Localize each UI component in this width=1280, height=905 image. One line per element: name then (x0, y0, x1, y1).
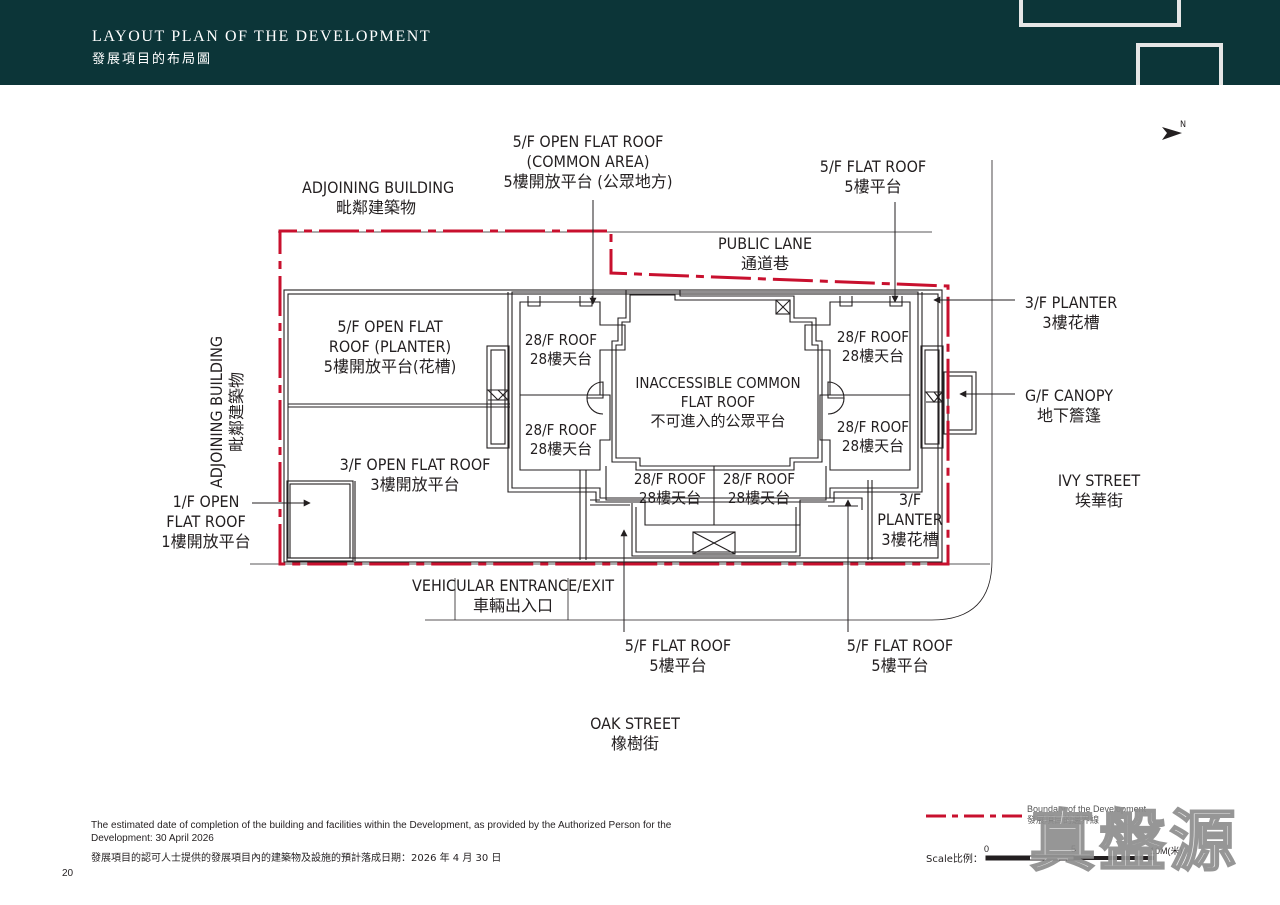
label-vehicular-entrance: VEHICULAR ENTRANCE/EXIT 車輛出入口 (404, 576, 622, 616)
label-oak-street: OAK STREET 橡樹街 (580, 714, 690, 754)
label-roof-28f-lower-left: 28/F ROOF 28樓天台 (514, 421, 608, 459)
completion-date-note: The estimated date of completion of the … (91, 820, 672, 844)
flat-roof-5f-bottom-en: 5/F FLAT ROOF (624, 636, 732, 655)
scale-tick-0: 0 (984, 844, 990, 854)
roof-28f-zh: 28樓天台 (529, 350, 593, 368)
flat-roof-5f-top-zh: 5樓平台 (844, 177, 902, 196)
inaccessible-line1: INACCESSIBLE COMMON (635, 374, 801, 392)
open-roof-3f-en: 3/F OPEN FLAT ROOF (339, 455, 491, 474)
completion-date-note-zh: 發展項目的認可人士提供的發展項目內的建築物及設施的預計落成日期：2026 年 4… (91, 853, 502, 864)
legend-boundary-en: Boundary of the Development (1027, 804, 1147, 814)
planter-3f-zh: 3樓花槽 (881, 530, 939, 549)
legend-boundary-zh: 發展項目的邊界線 (1027, 815, 1100, 825)
adjoining-building-zh: 毗鄰建築物 (335, 198, 416, 217)
adjoining-building-left-zh: 毗鄰建築物 (227, 372, 246, 453)
label-inaccessible-common-flat-roof: INACCESSIBLE COMMON FLAT ROOF 不可進入的公眾平台 (620, 374, 816, 431)
canopy-zh: 地下簷篷 (1036, 406, 1101, 425)
label-roof-28f-lower-right: 28/F ROOF 28樓天台 (826, 418, 920, 456)
roof-28f-en: 28/F ROOF (633, 470, 707, 488)
leader-arrows (252, 200, 1015, 632)
open-roof-1f-line1: 1/F OPEN (172, 492, 240, 511)
roof-28f-en: 28/F ROOF (722, 470, 796, 488)
roof-28f-zh: 28樓天台 (638, 489, 702, 507)
label-adjoining-building-left: ADJOINING BUILDING 毗鄰建築物 (207, 327, 247, 497)
canopy-en: G/F CANOPY (1025, 386, 1113, 405)
label-ivy-street: IVY STREET 埃華街 (1044, 471, 1154, 511)
roof-28f-en: 28/F ROOF (524, 331, 598, 349)
roof-28f-en: 28/F ROOF (524, 421, 598, 439)
building-outline (283, 289, 977, 563)
north-arrow-icon (1162, 127, 1182, 140)
label-planter-3f-bottom: 3/F PLANTER 3樓花槽 (872, 490, 948, 550)
oak-street-zh: 橡樹街 (610, 734, 659, 753)
compass-label: N (1180, 120, 1187, 130)
flat-roof-5f-bottom-zh: 5樓平台 (649, 656, 707, 675)
roof-28f-zh: 28樓天台 (727, 489, 791, 507)
label-open-roof-common: 5/F OPEN FLAT ROOF (COMMON AREA) 5樓開放平台 … (488, 132, 688, 192)
scale-bar (985, 855, 1154, 861)
label-flat-roof-5f-bottom-left: 5/F FLAT ROOF 5樓平台 (612, 636, 744, 676)
open-roof-common-zh: 5樓開放平台 (公眾地方) (503, 172, 673, 191)
flat-roof-5f-bottom-en: 5/F FLAT ROOF (846, 636, 954, 655)
scale-label: Scale比例： (926, 854, 983, 865)
page-header: LAYOUT PLAN OF THE DEVELOPMENT 發展項目的布局圖 (0, 0, 1280, 85)
scale-tick-5: 5 (1071, 844, 1077, 854)
roof-28f-en: 28/F ROOF (836, 328, 910, 346)
adjoining-building-en: ADJOINING BUILDING (302, 178, 455, 197)
oak-street-en: OAK STREET (590, 714, 680, 733)
planter-3f-line2: PLANTER (877, 510, 943, 529)
label-flat-roof-5f-top: 5/F FLAT ROOF 5樓平台 (808, 157, 938, 197)
public-lane-zh: 通道巷 (740, 254, 789, 273)
label-roof-28f-bottom-right: 28/F ROOF 28樓天台 (712, 470, 806, 508)
scale-tick-10: 10M(米) (1150, 846, 1183, 856)
planter-3f-right-en: 3/F PLANTER (1024, 293, 1118, 312)
page-title-en: LAYOUT PLAN OF THE DEVELOPMENT (92, 28, 432, 45)
open-roof-common-line1: 5/F OPEN FLAT ROOF (512, 132, 664, 151)
adjoining-building-left-en: ADJOINING BUILDING (207, 335, 226, 489)
label-flat-roof-5f-bottom-right: 5/F FLAT ROOF 5樓平台 (834, 636, 966, 676)
open-roof-1f-line2: FLAT ROOF (166, 512, 246, 531)
label-roof-28f-upper-right: 28/F ROOF 28樓天台 (826, 328, 920, 366)
flat-roof-5f-top-en: 5/F FLAT ROOF (819, 157, 927, 176)
open-roof-3f-zh: 3樓開放平台 (370, 475, 460, 494)
open-roof-planter-zh: 5樓開放平台(花槽) (323, 357, 457, 376)
roof-28f-zh: 28樓天台 (841, 437, 905, 455)
planter-3f-right-zh: 3樓花槽 (1042, 313, 1100, 332)
flat-roof-5f-bottom-zh: 5樓平台 (871, 656, 929, 675)
label-open-roof-3f: 3/F OPEN FLAT ROOF 3樓開放平台 (322, 455, 508, 495)
page-title-zh: 發展項目的布局圖 (92, 52, 213, 67)
roof-28f-zh: 28樓天台 (529, 440, 593, 458)
watermark-logo: 真盤源 (1029, 802, 1240, 881)
open-roof-1f-zh: 1樓開放平台 (161, 532, 251, 551)
inaccessible-zh: 不可進入的公眾平台 (650, 412, 786, 430)
open-roof-planter-line1: 5/F OPEN FLAT (337, 317, 443, 336)
legend-boundary-label: Boundary of the Development 發展項目的邊界線 (1027, 804, 1146, 826)
page-number: 20 (62, 868, 74, 879)
ivy-street-en: IVY STREET (1057, 471, 1141, 490)
development-boundary (278, 229, 950, 566)
planter-3f-line1: 3/F (898, 490, 922, 509)
label-adjoining-building-top: ADJOINING BUILDING 毗鄰建築物 (302, 178, 455, 218)
roof-28f-en: 28/F ROOF (836, 418, 910, 436)
label-roof-28f-upper-left: 28/F ROOF 28樓天台 (514, 331, 608, 369)
ivy-street-zh: 埃華街 (1074, 491, 1123, 510)
roof-28f-zh: 28樓天台 (841, 347, 905, 365)
layout-plan-drawing (250, 127, 1182, 632)
vehicular-en: VEHICULAR ENTRANCE/EXIT (412, 576, 614, 595)
open-roof-common-line2: (COMMON AREA) (526, 152, 650, 171)
label-roof-28f-bottom-left: 28/F ROOF 28樓天台 (623, 470, 717, 508)
inaccessible-line2: FLAT ROOF (680, 393, 756, 411)
open-roof-planter-line2: ROOF (PLANTER) (328, 337, 452, 356)
header-decoration (1019, 0, 1223, 85)
label-canopy: G/F CANOPY 地下簷篷 (1012, 386, 1126, 426)
label-public-lane: PUBLIC LANE 通道巷 (705, 234, 825, 274)
label-planter-3f-right: 3/F PLANTER 3樓花槽 (1012, 293, 1130, 333)
vehicular-zh: 車輛出入口 (472, 596, 553, 615)
label-open-roof-planter: 5/F OPEN FLAT ROOF (PLANTER) 5樓開放平台(花槽) (307, 317, 473, 377)
public-lane-en: PUBLIC LANE (717, 234, 813, 253)
legend-boundary-line (926, 814, 1026, 818)
label-open-roof-1f: 1/F OPEN FLAT ROOF 1樓開放平台 (150, 492, 262, 552)
